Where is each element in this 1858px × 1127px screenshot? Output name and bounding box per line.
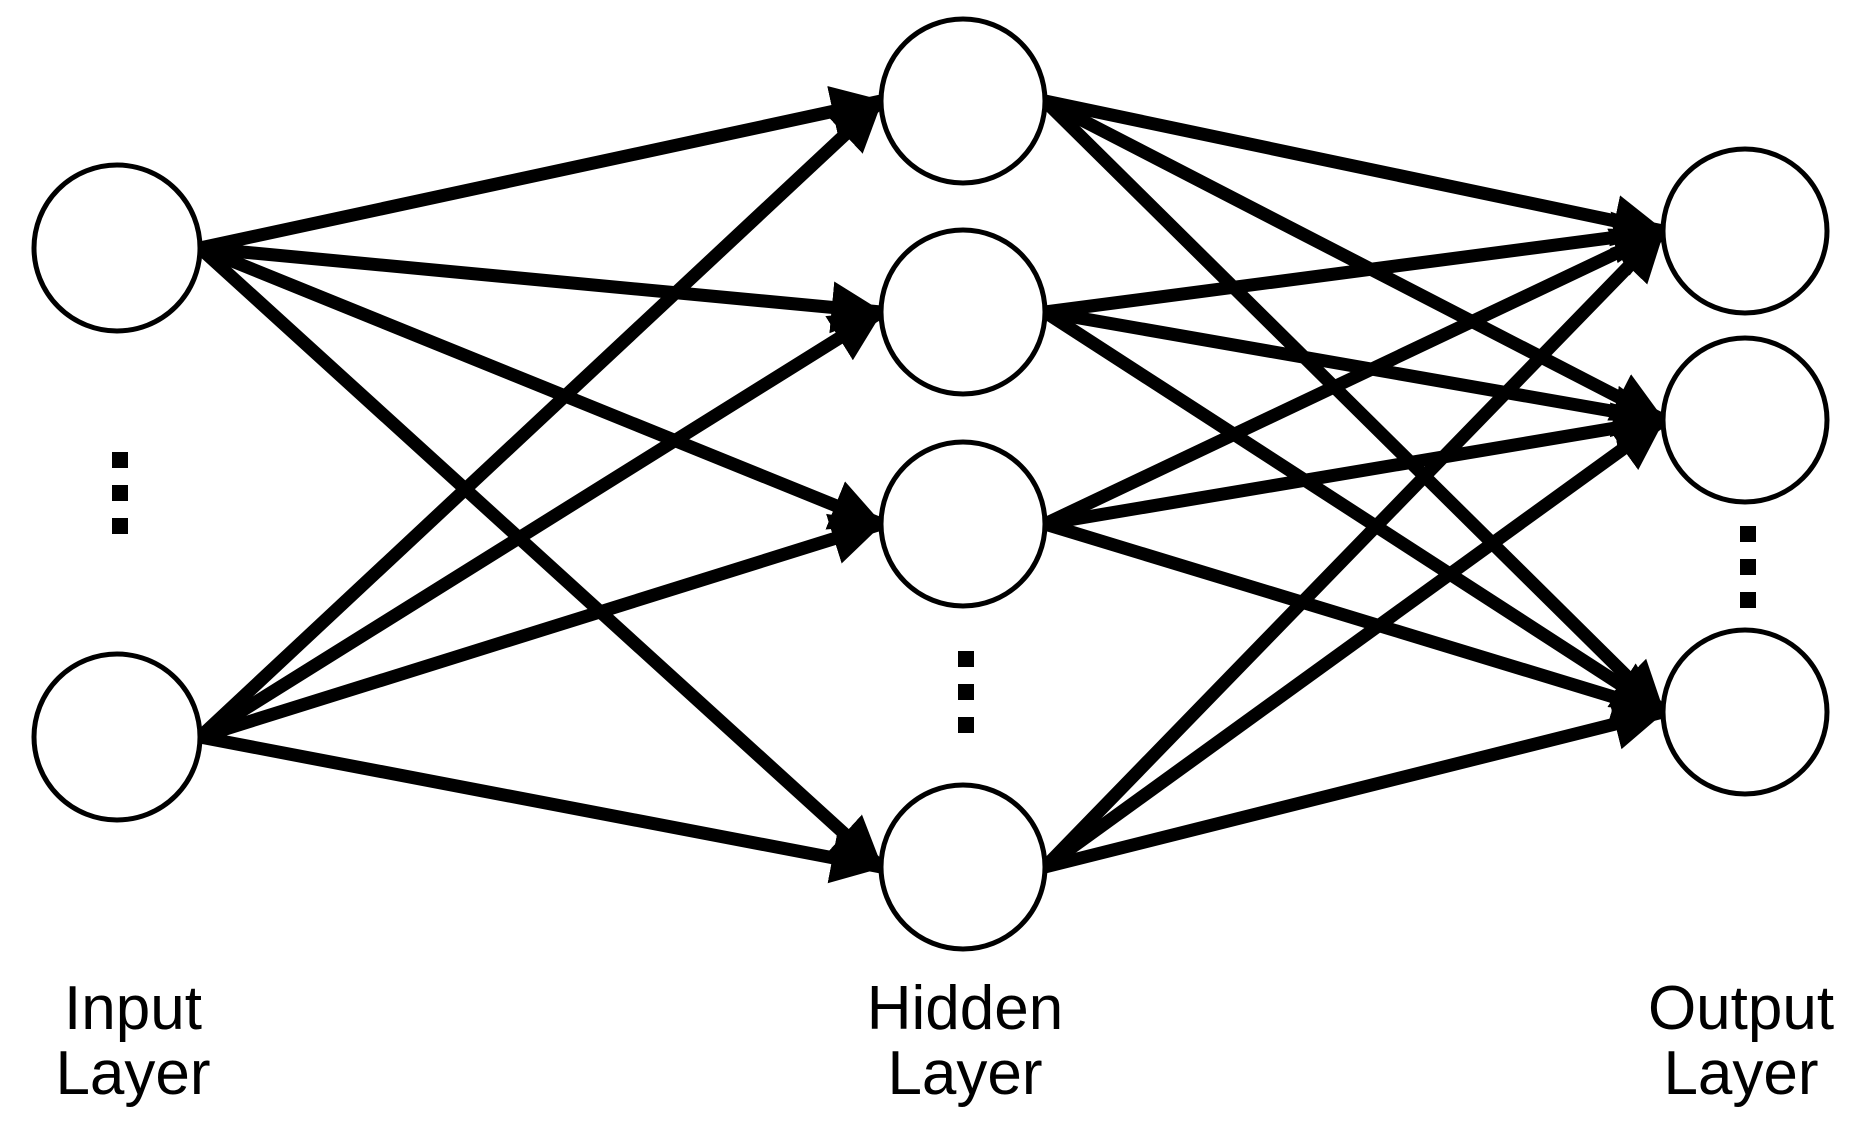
- edge-hidden.1-to-output.1: [1043, 305, 1666, 438]
- output-ellipsis-dot: [1740, 592, 1756, 608]
- output-ellipsis-dot: [1740, 526, 1756, 542]
- edge-hidden.2-to-output.1: [1043, 402, 1666, 531]
- output-neuron-2: [1660, 335, 1830, 505]
- output-neuron-1: [1660, 146, 1830, 316]
- output-ellipsis-dot: [1740, 559, 1756, 575]
- input-ellipsis-dot: [112, 485, 128, 501]
- hidden-neuron-4: [878, 782, 1048, 952]
- input-layer-label-line1: Input: [64, 974, 202, 1043]
- edge-input.0-to-hidden.0: [198, 86, 884, 255]
- edge-input.1-to-hidden.3: [198, 730, 884, 884]
- edge-input.0-to-hidden.1: [199, 241, 884, 334]
- edge-input.1-to-hidden.1: [196, 306, 885, 743]
- input-layer-label: Input Layer: [55, 976, 210, 1106]
- input-neuron-1: [31, 162, 203, 334]
- output-neuron-3: [1660, 627, 1830, 797]
- edge-hidden.0-to-output.1: [1042, 95, 1666, 426]
- edge-hidden.3-to-output.0: [1040, 226, 1668, 872]
- input-neuron-2: [31, 651, 203, 823]
- edge-hidden.1-to-output.0: [1044, 211, 1666, 319]
- hidden-ellipsis-dot: [958, 651, 974, 667]
- output-layer-label-line2: Layer: [1663, 1039, 1819, 1108]
- hidden-ellipsis-dot: [958, 684, 974, 700]
- edge-input.0-to-hidden.2: [197, 241, 884, 531]
- output-layer-nodes: [1660, 146, 1830, 797]
- input-ellipsis-dot: [112, 452, 128, 468]
- edge-input.1-to-hidden.0: [195, 96, 886, 742]
- edges-group: [195, 86, 1668, 884]
- hidden-neuron-1: [878, 16, 1048, 186]
- output-layer-label: Output Layer: [1648, 976, 1834, 1106]
- edge-hidden.2-to-output.2: [1043, 517, 1666, 723]
- edge-hidden.0-to-output.0: [1043, 94, 1666, 247]
- output-layer-label-line1: Output: [1647, 974, 1835, 1043]
- input-layer-nodes: [31, 162, 203, 823]
- edge-hidden.3-to-output.1: [1041, 414, 1667, 873]
- hidden-layer-nodes: [878, 16, 1048, 952]
- edge-hidden.3-to-output.2: [1043, 698, 1666, 874]
- input-ellipsis-dot: [112, 518, 128, 534]
- hidden-layer-label: Hidden Layer: [867, 976, 1063, 1106]
- input-layer-label-line2: Layer: [55, 1039, 211, 1108]
- hidden-layer-label-line1: Hidden: [866, 974, 1064, 1043]
- edge-hidden.2-to-output.0: [1042, 225, 1666, 530]
- hidden-ellipsis-dot: [958, 717, 974, 733]
- edge-hidden.0-to-output.2: [1040, 96, 1668, 717]
- hidden-layer-label-line2: Layer: [887, 1039, 1043, 1108]
- hidden-neuron-3: [878, 439, 1048, 609]
- edge-input.1-to-hidden.2: [198, 513, 884, 744]
- edge-input.0-to-hidden.3: [195, 243, 886, 872]
- hidden-neuron-2: [878, 227, 1048, 397]
- edge-hidden.1-to-output.2: [1041, 306, 1667, 718]
